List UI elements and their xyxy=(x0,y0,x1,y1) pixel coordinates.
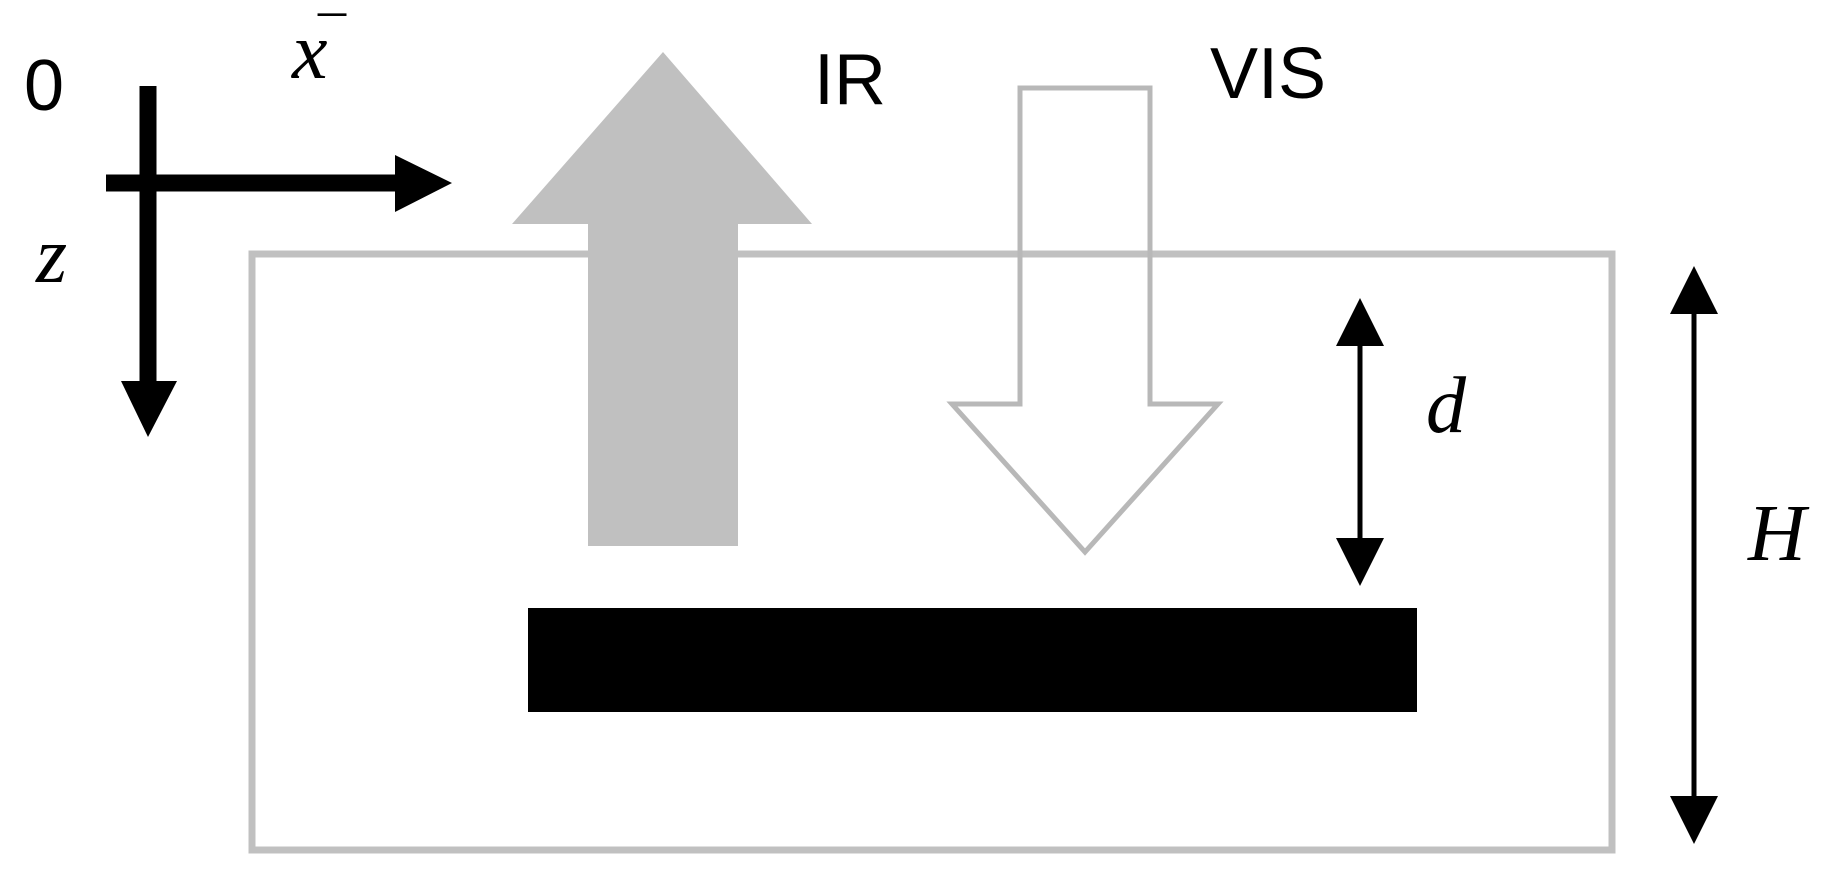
z-axis-arrowhead-icon xyxy=(121,381,177,437)
embedded-layer xyxy=(528,608,1417,712)
sample-box xyxy=(248,250,1616,854)
origin-label: 0 xyxy=(24,46,64,126)
height-label: H xyxy=(1747,490,1810,578)
height-up-arrowhead-icon xyxy=(1670,266,1718,314)
depth-label: d xyxy=(1426,362,1467,450)
height-down-arrowhead-icon xyxy=(1670,796,1718,844)
ir-arrow-icon xyxy=(512,52,812,546)
vis-arrow-icon xyxy=(946,85,1224,556)
depth-up-arrowhead-icon xyxy=(1336,298,1384,346)
x-axis-arrowhead-icon xyxy=(395,155,452,212)
x-axis-accent: ¯ xyxy=(317,7,347,69)
depth-down-arrowhead-icon xyxy=(1336,538,1384,586)
z-axis-label: z xyxy=(35,212,67,300)
x-axis-label: x xyxy=(291,8,328,96)
coordinate-axes xyxy=(106,86,452,437)
ir-label: IR xyxy=(814,40,886,120)
vis-label: VIS xyxy=(1210,34,1326,114)
